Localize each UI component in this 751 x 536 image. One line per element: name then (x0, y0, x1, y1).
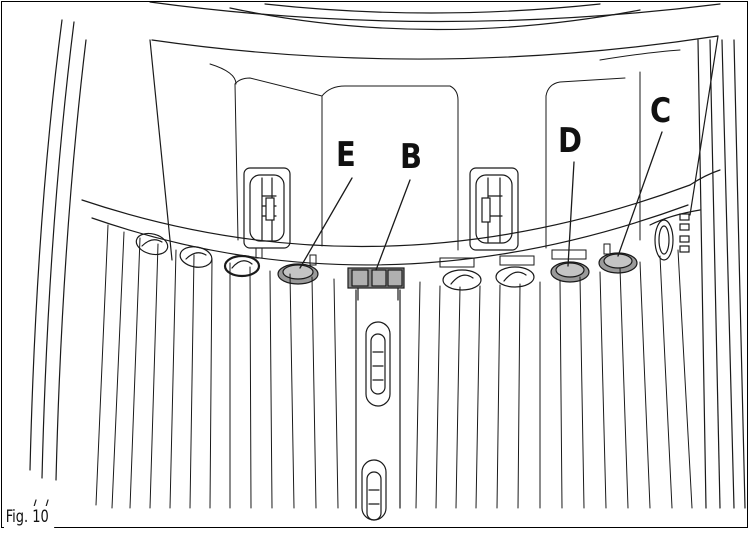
callout-label-d: D (558, 121, 582, 161)
callout-label-c: C (650, 91, 672, 131)
lamp-tubes (95, 224, 693, 509)
indicator-slots (255, 243, 611, 268)
right-frame-lines (697, 39, 746, 509)
right-lamp-unit (469, 167, 519, 251)
dial-d (550, 261, 590, 283)
left-lamp-unit (243, 167, 291, 249)
dial-1 (135, 232, 169, 256)
left-frame-lines (29, 19, 87, 521)
callout-leaders (299, 131, 663, 271)
dial-5 (442, 269, 482, 291)
leader-e (299, 177, 353, 269)
switch-block-b (347, 267, 405, 301)
leader-c (617, 131, 663, 257)
figure-caption: Fig. 10 (4, 506, 54, 528)
control-rail (81, 169, 721, 266)
canopy-dome (149, 1, 721, 261)
leader-d (567, 161, 575, 267)
control-dials (135, 232, 638, 291)
callout-label-e: E (336, 135, 356, 175)
dome-panels (209, 49, 681, 251)
leader-b (375, 179, 411, 271)
dial-6 (495, 266, 535, 288)
dial-3 (223, 254, 261, 278)
center-handle-column (355, 289, 401, 521)
callout-label-b: B (400, 137, 423, 177)
dial-2 (179, 246, 213, 268)
side-control-panel (649, 209, 701, 261)
dial-c (598, 252, 638, 274)
